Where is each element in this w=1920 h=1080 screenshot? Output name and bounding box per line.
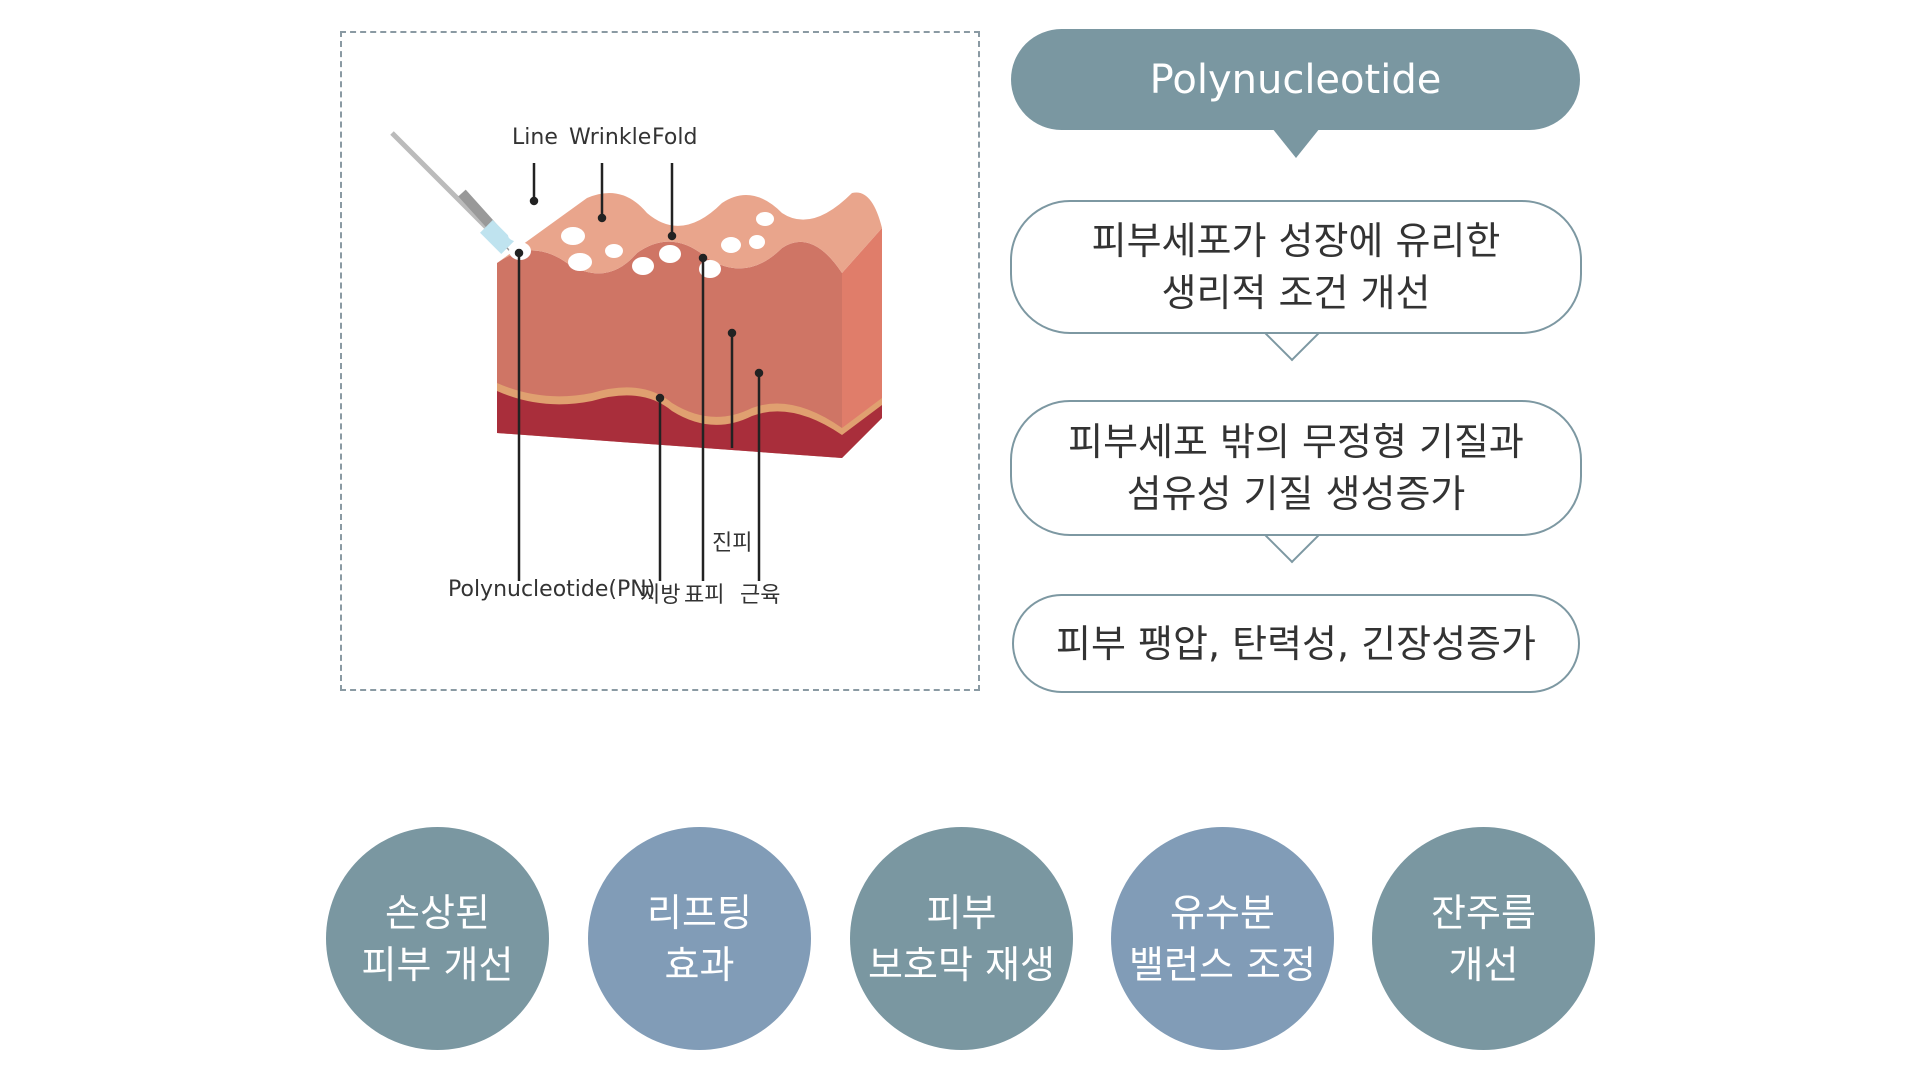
label-fat: 지방 [640, 583, 681, 608]
benefit-text: 보호막 재생 [868, 942, 1055, 987]
label-dermis: 진피 [712, 531, 753, 556]
benefit-text: 피부 [926, 890, 997, 935]
benefit-text: 리프팅 [647, 890, 752, 935]
flow-arrow-icon [1272, 128, 1320, 158]
flow-step-3: 피부 팽압, 탄력성, 긴장성증가 [1012, 594, 1580, 693]
step-text: 피부세포가 성장에 유리한 [1091, 219, 1501, 263]
step-text: 피부세포 밖의 무정형 기질과 [1068, 420, 1524, 464]
flow-title: Polynucleotide [1011, 29, 1580, 130]
skin-illustration-panel: Line Wrinkle Fold Polynucleotide(PN) 지방 … [340, 31, 980, 691]
benefit-text: 개선 [1448, 942, 1519, 987]
benefit-text: 피부 개선 [361, 942, 514, 987]
label-fold: Fold [652, 125, 698, 150]
step-text: 섬유성 기질 생성증가 [1126, 472, 1466, 516]
skin-layers-illustration [390, 131, 882, 581]
benefit-text: 효과 [664, 942, 735, 987]
label-wrinkle: Wrinkle [569, 125, 652, 150]
benefit-text: 잔주름 [1431, 890, 1536, 935]
label-line: Line [512, 125, 558, 150]
benefit-text: 밸런스 조정 [1129, 942, 1316, 987]
benefit-text: 손상된 [385, 890, 490, 935]
label-muscle: 근육 [740, 583, 781, 608]
label-epidermis: 표피 [684, 583, 725, 608]
label-polynucleotide: Polynucleotide(PN) [448, 577, 656, 602]
pn-particles [508, 212, 774, 278]
benefit-text: 유수분 [1170, 890, 1275, 935]
step-text: 생리적 조건 개선 [1161, 271, 1431, 315]
step-text: 피부 팽압, 탄력성, 긴장성증가 [1056, 621, 1536, 666]
